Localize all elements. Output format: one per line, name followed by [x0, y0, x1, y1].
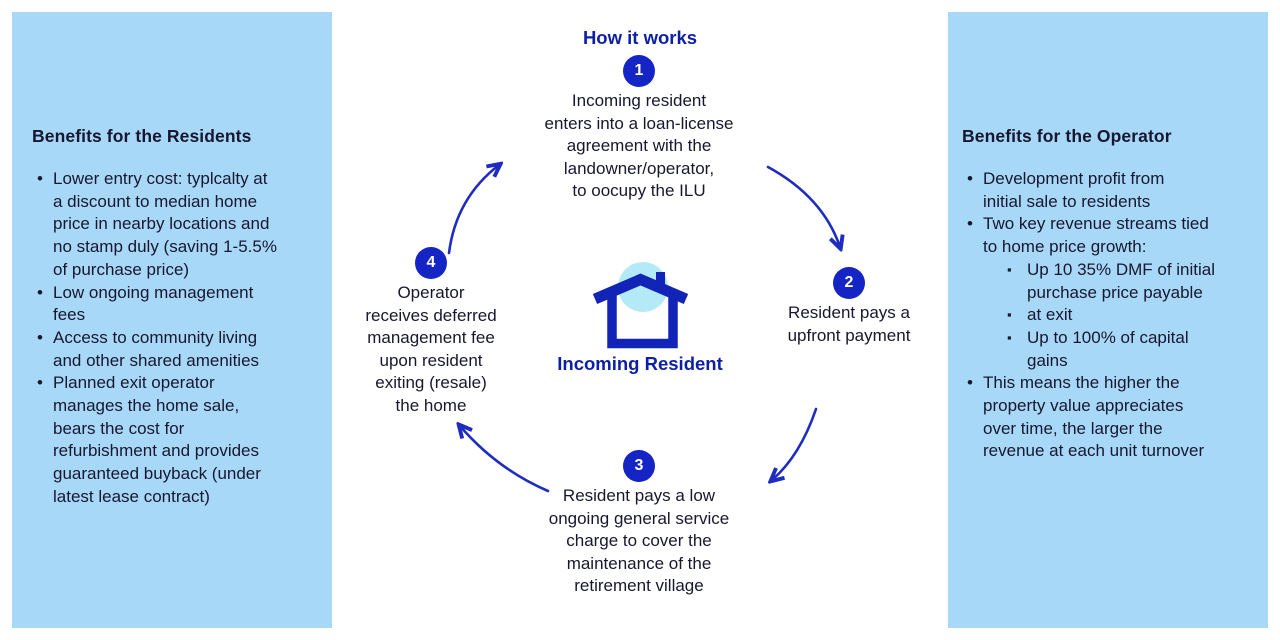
bullet-item: • Two key revenue streams tied to home pr… [962, 213, 1258, 258]
bullet-item: • Lower entry cost: typlcalty at a discou… [32, 168, 320, 282]
bullet-text: Planned exit operator manages the home s… [53, 373, 261, 506]
step-1-number-badge: 1 [623, 55, 655, 87]
operator-bullet-list: • Development profit from initial sale to… [962, 168, 1258, 463]
arrow-step2-to-step3 [772, 407, 818, 480]
residents-panel-title: Benefits for the Residents [32, 126, 252, 146]
bullet-icon: ▪ [1007, 261, 1012, 277]
house-icon [592, 262, 689, 349]
step-1-text: Incoming resident enters into a loan-lic… [544, 91, 734, 200]
bullet-item: • This means the higher the property valu… [962, 372, 1258, 463]
step-4-number-badge: 4 [415, 247, 447, 279]
bullet-item: • Development profit from initial sale to… [962, 168, 1258, 213]
bullet-icon: • [37, 373, 43, 393]
step-2-text: Resident pays a upfront payment [787, 303, 911, 345]
bullet-text: Up to 100% of capital gains [1027, 327, 1189, 370]
step-1: 1 Incoming resident enters into a loan-l… [499, 55, 779, 203]
bullet-icon: • [967, 169, 973, 188]
diagram-title: How it works [582, 27, 698, 48]
sub-bullet-item: ▪ at exit [1002, 304, 1258, 327]
residents-benefits-panel: Benefits for the Residents • Lower entry … [12, 12, 332, 628]
sub-bullet-item: ▪ Up to 100% of capital gains [1002, 327, 1258, 372]
bullet-icon: ▪ [1007, 307, 1012, 323]
incoming-resident-label: Incoming Resident [557, 353, 723, 374]
step-2-number-badge: 2 [833, 267, 865, 299]
bullet-icon: • [967, 214, 973, 234]
residents-bullet-list: • Lower entry cost: typlcalty at a discou… [32, 168, 320, 509]
bullet-icon: • [37, 282, 43, 302]
chimney-shape [656, 272, 665, 290]
bullet-text: Up 10 35% DMF of initial purchase price … [1027, 259, 1216, 302]
bullet-item: • Low ongoing management fees [32, 282, 320, 327]
step-3-number-badge: 3 [623, 450, 655, 482]
step-3-text: Resident pays a low ongoing general serv… [548, 486, 730, 595]
sub-bullet-item: ▪ Up 10 35% DMF of initial purchase price… [1002, 259, 1258, 304]
house-walls [607, 295, 678, 349]
step-4-text: Operator receives deferred management fe… [365, 283, 497, 415]
house-roof [592, 273, 689, 305]
bullet-item: • Planned exit operator manages the home … [32, 372, 320, 508]
sun-circle-accent [618, 262, 668, 312]
bullet-text: at exit [1027, 305, 1073, 325]
step-3: 3 Resident pays a low ongoing general se… [519, 450, 759, 598]
bullet-text: Access to community living and other sha… [53, 327, 260, 370]
operator-benefits-panel: Benefits for the Operator • Development p… [948, 12, 1268, 628]
operator-panel-title: Benefits for the Operator [962, 126, 1172, 146]
bullet-icon: • [967, 373, 973, 393]
bullet-text: Two key revenue streams tied to home pri… [983, 214, 1209, 257]
bullet-icon: • [37, 169, 43, 188]
bullet-text: Low ongoing management fees [53, 282, 254, 325]
step-4: 4 Operator receives deferred management … [341, 247, 521, 417]
bullet-text: Development profit from initial sale to … [983, 169, 1165, 211]
bullet-icon: • [37, 327, 43, 347]
bullet-text: Lower entry cost: typlcalty at a discoun… [53, 169, 277, 279]
bullet-icon: ▪ [1007, 329, 1012, 345]
bullet-item: • Access to community living and other sh… [32, 327, 320, 372]
arrow-step4-to-step1 [447, 165, 499, 255]
incoming-resident-figure: Incoming Resident [540, 255, 740, 375]
bullet-text: This means the higher the property value… [983, 373, 1205, 461]
step-2: 2 Resident pays a upfront payment [754, 267, 944, 347]
